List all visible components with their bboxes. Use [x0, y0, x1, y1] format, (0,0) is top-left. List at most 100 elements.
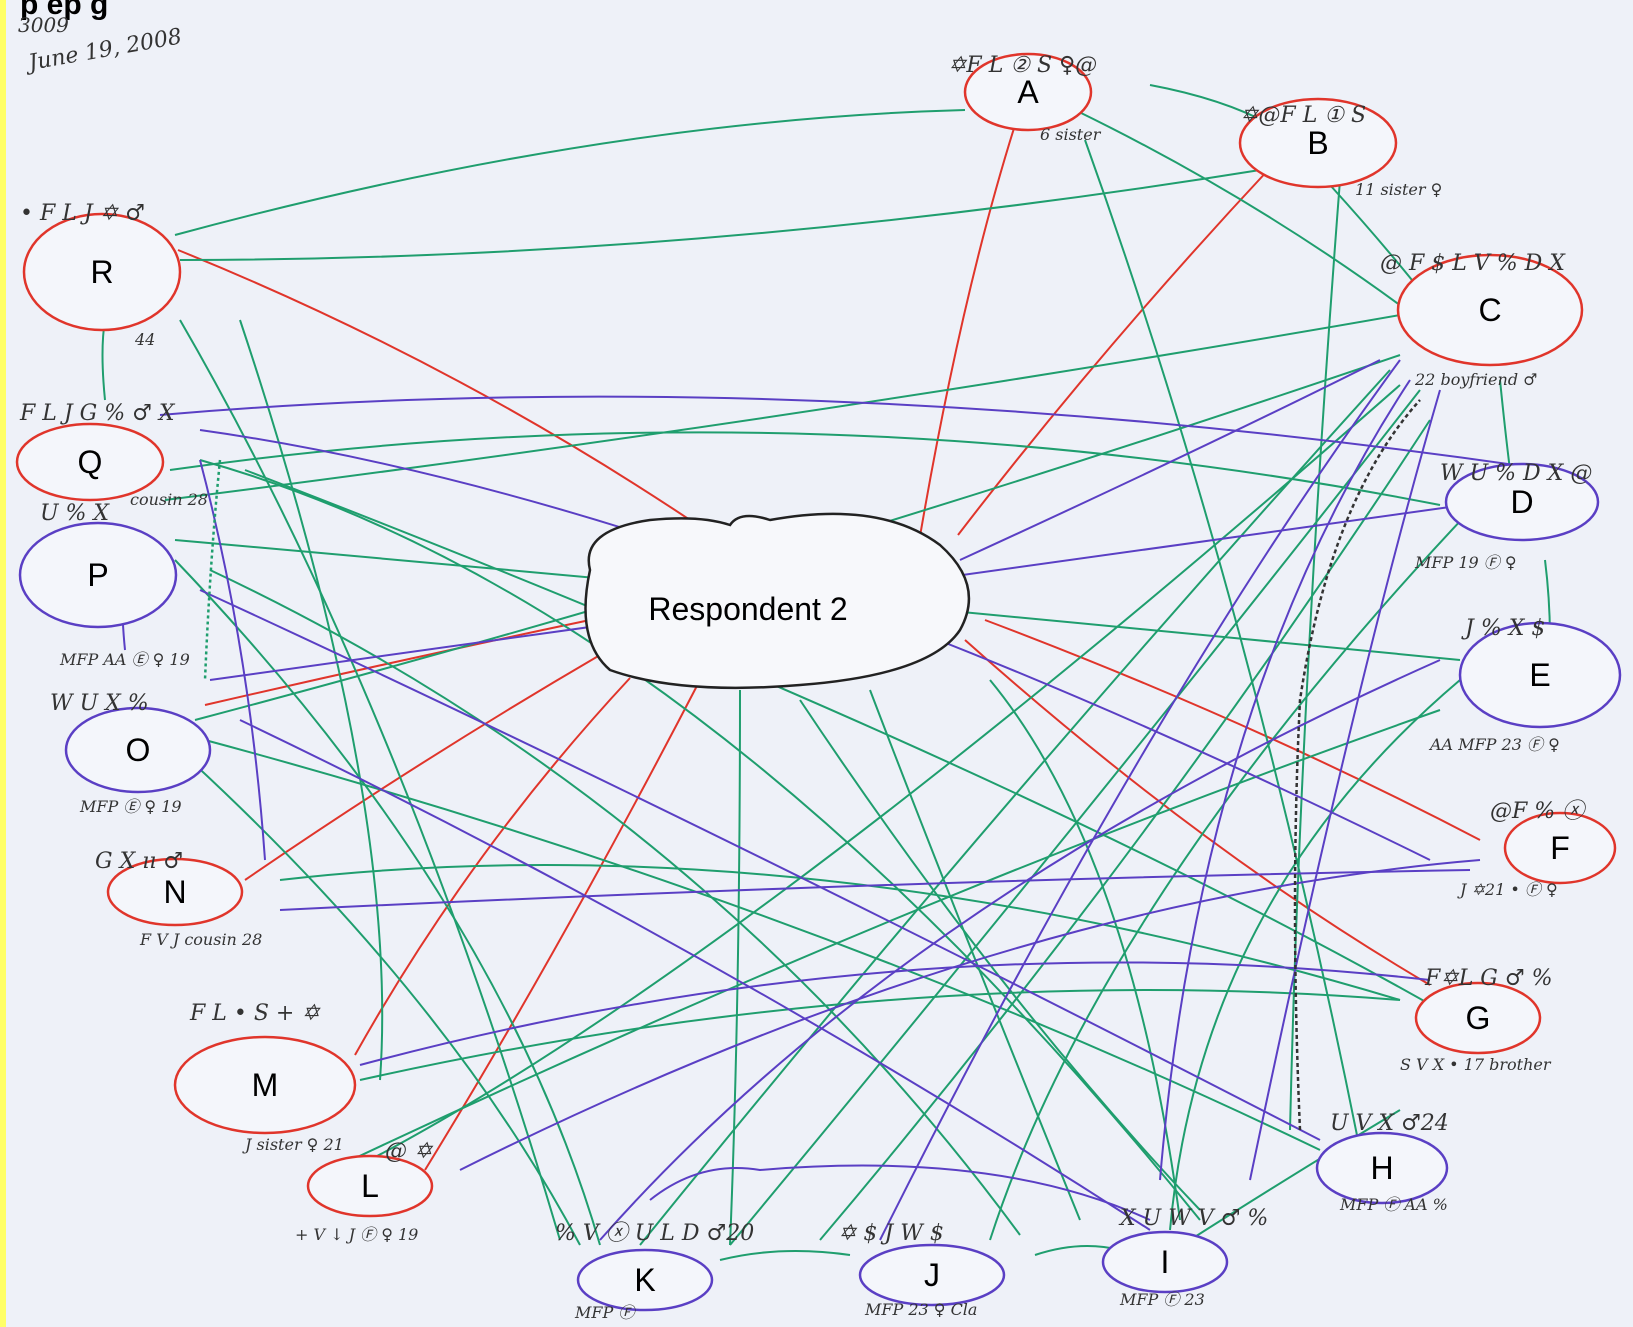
edge-green [179, 169, 1261, 261]
node-subnote: cousin 28 [130, 490, 208, 509]
node-ellipse [858, 1243, 1006, 1307]
node-subnote: 6 sister [1040, 125, 1102, 144]
edge-green [101, 319, 106, 401]
node-subnote: J sister ♀ 21 [242, 1135, 344, 1154]
node-subnote: 11 sister ♀ [1355, 180, 1442, 199]
page-edge-strip [0, 0, 6, 1327]
node-label: N [163, 874, 186, 910]
edge-green [1074, 109, 1421, 321]
edge-red [354, 677, 631, 1056]
edge-red [177, 249, 691, 521]
node-layer: A✡F L ② S ♀@ 6 sister B✡@F L ① S 11 sister … [15, 52, 1622, 1322]
node-g: GF✡L G ♂ %S V X • 17 brother [1400, 966, 1553, 1074]
node-label: E [1529, 657, 1550, 693]
node-label: K [634, 1262, 655, 1298]
edge-red [984, 619, 1481, 841]
node-subnote: 44 [134, 330, 155, 349]
node-subnote: AA MFP 23 Ⓕ ♀ [1428, 735, 1560, 754]
node-r: R• F L J ✡ ♂44 [20, 201, 182, 349]
node-j: J✡ $ J W $MFP 23 ♀ Cla [838, 1221, 1006, 1319]
node-subnote: S V X • 17 brother [1400, 1055, 1552, 1074]
edge-green [209, 569, 1021, 1236]
node-subnote: F V J cousin 28 [139, 930, 262, 949]
node-label: J [924, 1257, 940, 1293]
node-annotation: W U X % [50, 691, 149, 716]
node-label: Q [78, 444, 103, 480]
node-label: B [1307, 125, 1328, 161]
node-annotation: G X ıı ♂ [95, 849, 183, 874]
edge-green [239, 319, 384, 1081]
node-annotation: ✡@F L ① S [1240, 103, 1366, 128]
node-annotation: @ ✡ [385, 1139, 434, 1164]
edge-red [204, 619, 591, 706]
edge-green [359, 989, 1401, 1081]
node-i: IX U W V ♂ %MFP Ⓕ 23 [1101, 1206, 1268, 1309]
node-ellipse [1503, 811, 1617, 885]
edge-green [799, 699, 1201, 1211]
edge-purple [599, 659, 1441, 1241]
node-l: L@ ✡+ V ↓ J Ⓕ ♀ 19 [295, 1139, 434, 1244]
node-annotation: U % X [40, 501, 110, 526]
node-ellipse [963, 52, 1093, 132]
node-subnote: MFP Ⓕ [574, 1303, 636, 1322]
edge-green [1169, 679, 1461, 1231]
node-ellipse [1238, 97, 1398, 189]
node-ellipse [18, 521, 178, 629]
edge-green [989, 679, 1181, 1221]
node-annotation: ✡F L ② S ♀@ [948, 53, 1097, 78]
node-subnote: MFP Ⓔ ♀ 19 [79, 797, 182, 816]
node-label: F [1550, 830, 1570, 866]
respondent-label: Respondent 2 [648, 591, 847, 627]
edge-green [204, 739, 1321, 1151]
node-ellipse [1458, 621, 1622, 729]
edge-purple [459, 859, 1481, 1171]
node-n: NG X ıı ♂ F V J cousin 28 [95, 849, 262, 949]
node-label: M [252, 1067, 279, 1103]
node-annotation: F L J G % ♂ X [19, 401, 176, 426]
node-ellipse [576, 1248, 714, 1312]
node-ellipse [1101, 1230, 1229, 1294]
edge-purple [199, 459, 266, 861]
edge-purple [1159, 379, 1411, 1181]
node-label: C [1478, 292, 1501, 328]
edge-green [729, 689, 741, 1246]
edge-green [164, 314, 1401, 501]
edge-green [719, 1250, 851, 1261]
edge-red [244, 654, 601, 881]
edge-green [1084, 139, 1361, 1151]
edge-green [1499, 379, 1511, 471]
node-ellipse [106, 857, 244, 927]
node-a: A✡F L ② S ♀@ 6 sister [948, 52, 1102, 144]
node-annotation: ✡ $ J W $ [838, 1221, 944, 1246]
edge-green [639, 369, 1391, 1246]
node-annotation: W U % D X @ [1440, 461, 1592, 486]
edge-purple [959, 359, 1381, 561]
edge-red [957, 167, 1271, 536]
edge-purple [279, 869, 1471, 911]
respondent-outline [584, 512, 971, 690]
respondent-node: Respondent 2 [584, 512, 971, 690]
node-e: EJ % X $AA MFP 23 Ⓕ ♀ [1428, 616, 1622, 754]
node-label: H [1370, 1150, 1393, 1186]
node-annotation: % V ⓧ U L D ♂20 [555, 1221, 754, 1246]
node-label: A [1017, 74, 1039, 110]
node-label: O [126, 732, 151, 768]
node-ellipse [1315, 1131, 1449, 1205]
node-subnote: + V ↓ J Ⓕ ♀ 19 [295, 1225, 418, 1244]
edge-green [199, 459, 1201, 1221]
handwritten-id: 3009 [18, 13, 69, 37]
node-annotation: F L • S + ✡ [189, 1001, 321, 1026]
node-annotation: • F L J ✡ ♂ [20, 201, 145, 226]
edge-purple [1249, 389, 1441, 1181]
edge-green [1289, 179, 1341, 1131]
edge-green [329, 709, 1441, 1171]
node-ellipse [22, 212, 182, 332]
edge-layer [101, 84, 1551, 1261]
edge-green [329, 384, 1401, 1181]
edge-purple [879, 359, 1401, 1241]
node-ellipse [306, 1154, 434, 1218]
